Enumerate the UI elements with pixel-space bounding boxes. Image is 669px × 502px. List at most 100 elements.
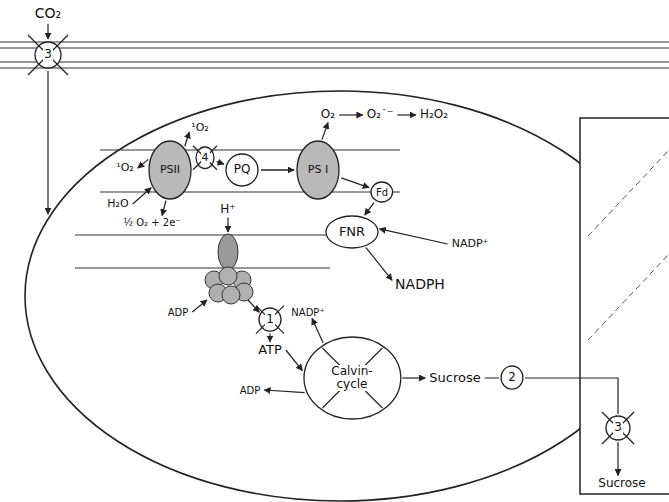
inhibition-cross — [256, 306, 284, 334]
flow-arrow — [322, 123, 328, 140]
atp-synthase-head — [219, 267, 237, 285]
inhibition-site: 3 — [605, 415, 631, 441]
thylakoid-membrane — [75, 234, 330, 235]
chloroplast-outline — [25, 91, 655, 501]
flow-arrow — [133, 188, 151, 204]
flow-arrow — [264, 390, 304, 393]
electron-connector — [193, 161, 195, 162]
node-text: PSII — [160, 164, 180, 176]
node-text: 1 — [265, 313, 275, 326]
node-text: 4 — [201, 152, 210, 164]
node-text: Fd — [376, 187, 388, 198]
node-shape — [371, 182, 393, 202]
text-label: NADP⁺ — [290, 307, 325, 318]
flow-arrow — [47, 24, 48, 39]
node-shape — [226, 154, 258, 186]
photosystem: PSII — [148, 140, 192, 200]
node-shape — [304, 337, 401, 419]
node-shape — [326, 216, 378, 248]
text-label: ¹O₂ — [115, 162, 134, 174]
node-shape — [149, 141, 191, 199]
cell-membrane-line — [0, 61, 669, 62]
text-label: Sucrose — [597, 477, 646, 490]
flow-arrow — [138, 159, 149, 168]
node-text: 3 — [43, 48, 53, 61]
node-text: FNR — [339, 225, 365, 239]
flow-arrow — [192, 300, 207, 312]
thylakoid-membrane — [100, 149, 400, 150]
transport-site: 2 — [500, 365, 524, 390]
text-label: Sucrose — [428, 371, 481, 385]
text-label: ½ O₂ + 2e⁻ — [122, 217, 181, 228]
flow-arrow — [162, 201, 166, 216]
sieve-plate-dash — [588, 150, 669, 236]
text-label: H₂O₂ — [419, 108, 449, 121]
enzyme-ellipse: FNR — [325, 215, 379, 249]
photosystem: PS I — [296, 140, 340, 200]
inhibition-cross — [602, 412, 634, 444]
cell-membrane-line — [0, 67, 669, 68]
sieve-plate-dash — [588, 254, 669, 340]
inhibition-site: 1 — [258, 307, 282, 332]
text-label: O₂ — [320, 108, 336, 121]
text-label: ADP — [167, 307, 190, 318]
node-shape — [297, 141, 339, 199]
flow-arrow — [380, 229, 448, 244]
node-shape — [501, 366, 523, 389]
flow-arrow — [525, 378, 618, 414]
cell-membrane-line — [0, 47, 669, 48]
flow-arrow — [402, 377, 425, 378]
node-text: PQ — [234, 163, 251, 176]
inhibition-site: 3 — [34, 41, 62, 69]
inhibition-cross — [256, 306, 284, 334]
text-label: ADP — [239, 385, 262, 396]
flow-arrow — [248, 300, 259, 312]
electron-connector — [217, 162, 224, 164]
text-label: H⁺ — [219, 203, 236, 216]
text-label: NADP⁺ — [451, 238, 490, 250]
node-shape — [196, 147, 214, 169]
inhibition-cross — [602, 412, 634, 444]
inhibition-cross — [193, 146, 217, 170]
electron-connector — [261, 169, 294, 170]
cycle-circle: Calvin-cycle — [303, 336, 402, 420]
thylakoid-membrane — [75, 267, 330, 268]
flow-arrow — [397, 114, 416, 115]
flow-arrow — [185, 132, 189, 146]
flow-arrow — [312, 319, 323, 343]
carrier-circle: PQ — [225, 153, 259, 187]
inhibition-cross — [193, 146, 217, 170]
node-text: PS I — [308, 164, 328, 176]
text-label: ¹O₂ — [190, 122, 209, 134]
inhibition-site: 4 — [195, 146, 215, 170]
flow-arrow — [269, 334, 270, 342]
flow-arrow — [227, 218, 228, 232]
flow-arrow — [286, 350, 303, 371]
flow-arrow — [617, 442, 618, 475]
flow-arrows — [48, 24, 618, 476]
electron-connector — [365, 203, 374, 215]
cell-membrane-line — [0, 41, 669, 42]
text-label: O₂˙⁻ — [366, 108, 395, 121]
flow-arrow — [366, 248, 392, 281]
phloem-cell — [580, 118, 669, 494]
electron-connector — [341, 178, 369, 188]
text-label: NADPH — [394, 277, 446, 292]
node-text: 2 — [508, 371, 516, 384]
inhibition-cross — [28, 35, 68, 75]
text-label: CO₂ — [34, 6, 62, 21]
text-label: H₂O — [106, 198, 129, 210]
flow-arrow — [485, 377, 499, 378]
carrier-circle: Fd — [370, 181, 394, 203]
atp-synthase-stalk — [218, 234, 238, 270]
text-label: ATP — [257, 343, 283, 357]
node-text: 3 — [613, 421, 623, 434]
flow-arrow — [47, 71, 48, 214]
flow-arrow — [339, 114, 363, 115]
inhibition-cross — [28, 35, 68, 75]
node-text: Calvin-cycle — [320, 365, 384, 391]
